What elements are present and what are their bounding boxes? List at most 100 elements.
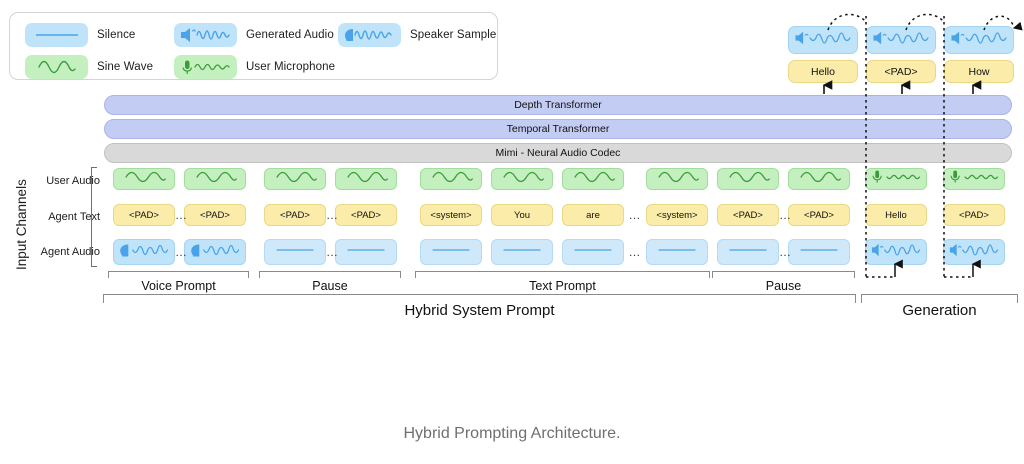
sine-wave-icon bbox=[267, 169, 323, 189]
group-bracket bbox=[415, 271, 710, 278]
legend-label-speaker-sample: Speaker Sample bbox=[410, 29, 497, 41]
cell-user-audio bbox=[335, 168, 397, 190]
cell-agent-audio bbox=[865, 239, 927, 265]
legend-label-user-microphone: User Microphone bbox=[246, 61, 336, 73]
cell-agent-text: <PAD> bbox=[184, 204, 246, 226]
cell-agent-text: <PAD> bbox=[788, 204, 850, 226]
generation-text-label: How bbox=[968, 65, 990, 78]
input-channels-label: Input Channels bbox=[14, 179, 29, 270]
agent-text-token: You bbox=[513, 209, 531, 221]
legend-item-user-microphone: User Microphone bbox=[174, 55, 335, 79]
cell-user-audio bbox=[491, 168, 553, 190]
generation-audio-token bbox=[866, 26, 936, 54]
ellipsis-separator: … bbox=[175, 245, 188, 259]
generated-audio-icon bbox=[868, 240, 924, 264]
depth-transformer-bar: Depth Transformer bbox=[104, 95, 1012, 115]
agent-text-token: are bbox=[586, 209, 600, 221]
generated-audio-icon bbox=[869, 27, 933, 53]
cell-agent-text: <PAD> bbox=[264, 204, 326, 226]
cell-agent-text: <PAD> bbox=[113, 204, 175, 226]
sine-wave-icon bbox=[649, 169, 705, 189]
silence-line-icon bbox=[338, 240, 394, 264]
mimi-codec-label: Mimi - Neural Audio Codec bbox=[495, 147, 621, 159]
cell-agent-audio bbox=[491, 239, 553, 265]
cell-agent-text: You bbox=[491, 204, 553, 226]
agent-text-token: <PAD> bbox=[959, 209, 989, 221]
silence-line-icon bbox=[267, 240, 323, 264]
agent-text-token: <system> bbox=[656, 209, 698, 221]
cell-agent-audio bbox=[717, 239, 779, 265]
cell-agent-audio bbox=[335, 239, 397, 265]
silence-line-icon bbox=[791, 240, 847, 264]
silence-line-icon bbox=[565, 240, 621, 264]
figure-caption: Hybrid Prompting Architecture. bbox=[403, 425, 621, 442]
channel-row-labels: User Audio Agent Text Agent Audio bbox=[0, 0, 100, 464]
group-bracket bbox=[712, 271, 855, 278]
legend-item-sine-wave: Sine Wave bbox=[25, 55, 153, 79]
generation-audio-token bbox=[788, 26, 858, 54]
input-channels-bracket bbox=[91, 167, 97, 267]
agent-text-token: <system> bbox=[430, 209, 472, 221]
ellipsis-separator: … bbox=[628, 208, 642, 222]
phase-bracket bbox=[103, 294, 856, 303]
silence-line-icon bbox=[649, 240, 705, 264]
cell-user-audio bbox=[646, 168, 708, 190]
sine-wave-icon bbox=[338, 169, 394, 189]
ellipsis-separator: … bbox=[326, 208, 339, 222]
cell-agent-text: are bbox=[562, 204, 624, 226]
temporal-transformer-label: Temporal Transformer bbox=[506, 123, 610, 135]
speaker-sample-icon bbox=[338, 23, 401, 47]
phase-bracket-label: Hybrid System Prompt bbox=[404, 302, 555, 319]
group-bracket-label: Pause bbox=[765, 279, 802, 293]
agent-text-token: <PAD> bbox=[733, 209, 763, 221]
phase-bracket-label: Generation bbox=[902, 302, 977, 319]
group-bracket bbox=[259, 271, 401, 278]
legend-item-speaker-sample: Speaker Sample bbox=[338, 23, 496, 47]
ellipsis-separator: … bbox=[779, 245, 792, 259]
generated-audio-icon bbox=[946, 240, 1002, 264]
cell-agent-text: Hello bbox=[865, 204, 927, 226]
cell-agent-text: <system> bbox=[420, 204, 482, 226]
cell-agent-text: <PAD> bbox=[717, 204, 779, 226]
temporal-transformer-bar: Temporal Transformer bbox=[104, 119, 1012, 139]
cell-agent-audio bbox=[943, 239, 1005, 265]
user-microphone-icon bbox=[868, 169, 924, 189]
sine-wave-icon bbox=[187, 169, 243, 189]
row-label-user-audio: User Audio bbox=[46, 175, 100, 187]
legend-label-generated-audio: Generated Audio bbox=[246, 29, 334, 41]
agent-text-token: <PAD> bbox=[200, 209, 230, 221]
ellipsis-separator: … bbox=[326, 245, 339, 259]
group-bracket-label: Pause bbox=[312, 279, 348, 293]
generated-audio-icon bbox=[174, 23, 237, 47]
cell-user-audio bbox=[184, 168, 246, 190]
cell-user-audio bbox=[943, 168, 1005, 190]
user-microphone-icon bbox=[174, 55, 237, 79]
group-bracket bbox=[108, 271, 249, 278]
silence-line-icon bbox=[25, 23, 88, 47]
cell-agent-text: <system> bbox=[646, 204, 708, 226]
legend-label-silence: Silence bbox=[97, 29, 136, 41]
generation-text-token: <PAD> bbox=[866, 60, 936, 83]
generation-text-label: <PAD> bbox=[884, 65, 918, 78]
cell-agent-audio bbox=[264, 239, 326, 265]
sine-wave-icon bbox=[116, 169, 172, 189]
cell-agent-text: <PAD> bbox=[335, 204, 397, 226]
cell-user-audio bbox=[420, 168, 482, 190]
sine-wave-icon bbox=[791, 169, 847, 189]
agent-text-token: Hello bbox=[885, 209, 907, 221]
legend-item-silence: Silence bbox=[25, 23, 135, 47]
cell-agent-audio bbox=[562, 239, 624, 265]
cell-agent-audio bbox=[420, 239, 482, 265]
generation-audio-token bbox=[944, 26, 1014, 54]
row-label-agent-text: Agent Text bbox=[48, 211, 100, 223]
mimi-codec-bar: Mimi - Neural Audio Codec bbox=[104, 143, 1012, 163]
silence-line-icon bbox=[494, 240, 550, 264]
legend-label-sine-wave: Sine Wave bbox=[97, 61, 154, 73]
legend-box: Silence Generated Audio Speaker Sample bbox=[9, 12, 498, 80]
depth-transformer-label: Depth Transformer bbox=[514, 99, 602, 111]
ellipsis-separator: … bbox=[175, 208, 188, 222]
agent-text-token: <PAD> bbox=[280, 209, 310, 221]
sine-wave-icon bbox=[25, 55, 88, 79]
generation-text-label: Hello bbox=[811, 65, 835, 78]
